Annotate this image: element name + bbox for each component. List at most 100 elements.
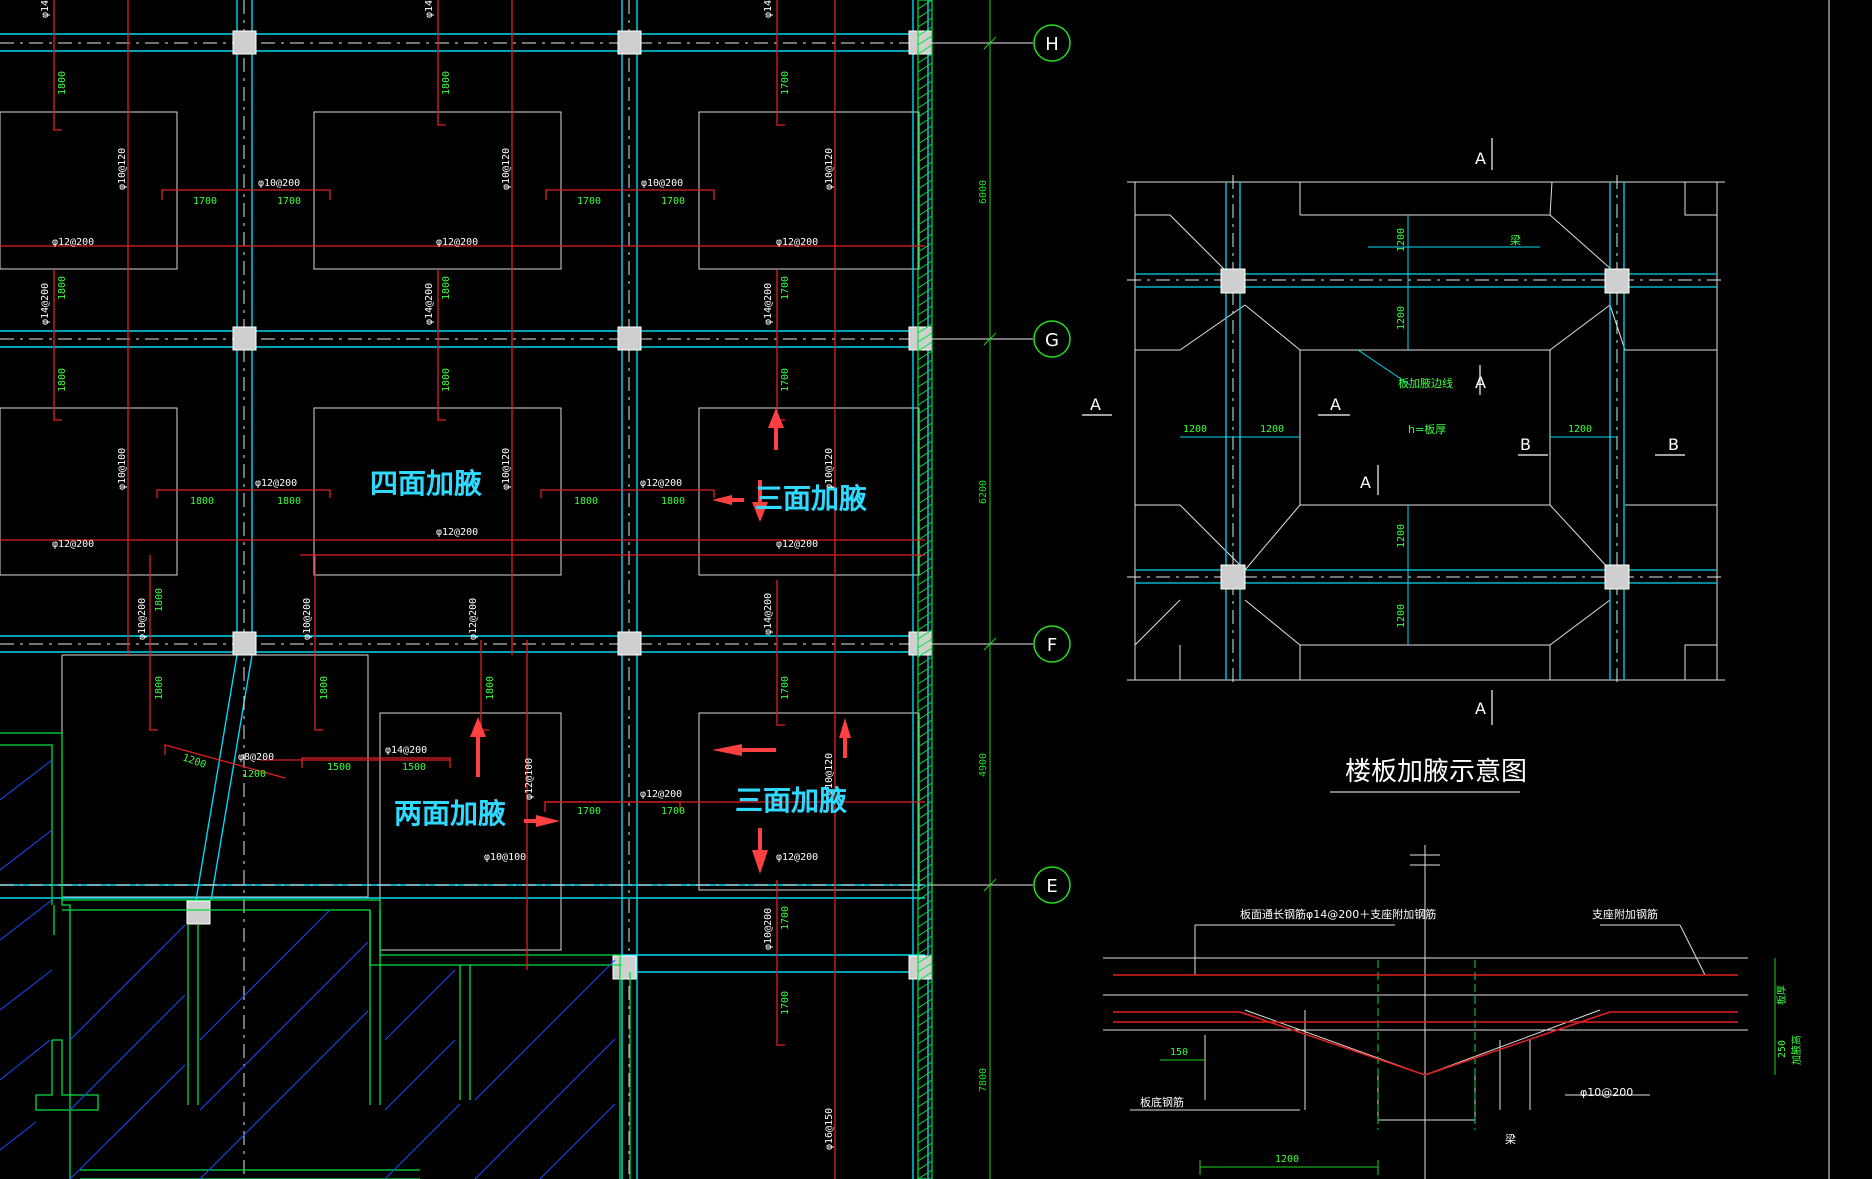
length-note: 1800 [154, 676, 165, 700]
rebar-note: φ12@200 [776, 237, 818, 248]
dim-1200: 1200 [1260, 424, 1284, 435]
label-two-side-haunch: 两面加腋 [394, 797, 506, 830]
rebar-note: φ12@200 [52, 237, 94, 248]
length-note: 1800 [441, 368, 452, 392]
detail-outline [1127, 181, 1725, 681]
rebar-note: φ14@200 [40, 283, 51, 325]
length-note: 1700 [577, 806, 601, 817]
haunch-edge-note: 板加腋边线 [1398, 376, 1453, 390]
length-note: 1700 [780, 676, 791, 700]
dim-1200: 1200 [1396, 306, 1407, 330]
beam-note: 梁 [1510, 233, 1521, 247]
dim-1200: 1200 [1396, 604, 1407, 628]
rebar-note: φ10@200 [763, 908, 774, 950]
section-note-rebar: φ10@200 [1580, 1086, 1633, 1099]
axis-centerlines [0, 0, 1030, 1179]
rebar-note: φ14@200 [763, 0, 774, 18]
length-note: 1800 [57, 71, 68, 95]
rebar-lines [0, 0, 925, 1179]
length-note: 1800 [485, 676, 496, 700]
section-note-top: 板面通长钢筋φ14@200＋支座附加钢筋 [1240, 907, 1436, 921]
rebar-note: φ14@200 [763, 593, 774, 635]
rebar-note: φ12@200 [468, 598, 479, 640]
section-outline [1103, 845, 1748, 1179]
slab-panel [379, 712, 562, 951]
length-note: 1700 [277, 196, 301, 207]
rebar-note: φ10@120 [117, 148, 128, 190]
dim-4900: 4900 [978, 753, 989, 777]
section-letter: B [1668, 435, 1679, 454]
length-note: 1700 [780, 906, 791, 930]
section-note-beam: 梁 [1505, 1132, 1516, 1146]
section-letter: A [1475, 149, 1486, 168]
basement-walls [0, 732, 631, 1179]
arrow-down-icon [752, 828, 768, 874]
section-dimension-lines [1160, 958, 1776, 1175]
length-note: 1800 [661, 496, 685, 507]
length-note: 1700 [193, 196, 217, 207]
length-note: 1800 [319, 676, 330, 700]
dim-150: 150 [1170, 1047, 1188, 1058]
rebar-note: φ8@200 [238, 752, 274, 763]
label-three-side-haunch: 三面加腋 [755, 482, 867, 515]
rebar-note: φ10@200 [258, 178, 300, 189]
rebar-note: φ14@200 [424, 0, 435, 18]
length-note: 1800 [190, 496, 214, 507]
rebar-note: φ14@200 [763, 283, 774, 325]
rebar-note: φ10@120 [824, 753, 835, 795]
axis-label-G: G [1045, 330, 1059, 351]
axis-bubbles: H G F E [930, 24, 1071, 904]
dim-haunch-height: 加腋高 [1790, 1035, 1803, 1065]
rebar-note: φ14@200 [385, 745, 427, 756]
rebar-note: φ16@150 [824, 1108, 835, 1150]
section-letters: A A A A A A B B [1090, 149, 1679, 718]
rebar-note: φ12@200 [255, 478, 297, 489]
length-note: 1500 [327, 762, 351, 773]
length-note: 1200 [242, 769, 266, 780]
beams-horizontal [0, 33, 925, 973]
rebar-note: φ12@200 [776, 852, 818, 863]
arrow-right-icon [524, 815, 560, 827]
dim-1200: 1200 [1568, 424, 1592, 435]
dim-slab-thickness: 板厚 [1775, 985, 1788, 1005]
section-texts: 板面通长钢筋φ14@200＋支座附加钢筋 支座附加钢筋 板底钢筋 梁 φ10@2… [1140, 907, 1803, 1165]
section-letter: A [1475, 373, 1486, 392]
dim-6000: 6000 [978, 180, 989, 204]
rebar-note: φ12@200 [52, 539, 94, 550]
rebar-note: φ10@200 [137, 598, 148, 640]
length-note: 1800 [441, 71, 452, 95]
label-four-side-haunch: 四面加腋 [370, 467, 482, 500]
rebar-note: φ10@120 [501, 448, 512, 490]
callout-arrows [470, 408, 851, 874]
rebar-note: φ14@200 [40, 0, 51, 18]
rebar-note: φ10@120 [824, 148, 835, 190]
rebar-note: φ12@200 [436, 237, 478, 248]
dim-1200: 1200 [1183, 424, 1207, 435]
rebar-note: φ12@200 [640, 789, 682, 800]
rebar-note: φ10@200 [641, 178, 683, 189]
length-note: 1800 [574, 496, 598, 507]
section-rebars [1113, 974, 1738, 1076]
section-note-right: 支座附加钢筋 [1592, 907, 1658, 921]
section-letter: A [1330, 395, 1341, 414]
rebar-note: φ10@120 [501, 148, 512, 190]
columns [186, 30, 933, 980]
dim-250: 250 [1777, 1040, 1788, 1058]
arrow-left-icon [712, 495, 744, 505]
length-note: 1800 [441, 276, 452, 300]
rebar-note: φ14@200 [424, 283, 435, 325]
haunch-section: 板面通长钢筋φ14@200＋支座附加钢筋 支座附加钢筋 板底钢筋 梁 φ10@2… [1103, 845, 1803, 1179]
section-markers [1082, 138, 1685, 725]
beams-vertical [195, 0, 929, 1179]
arrow-down-icon [752, 480, 768, 522]
arrow-up-icon [470, 717, 486, 777]
plan-annotations: φ14@200 φ14@200 φ14@200 1800 1800 1700 φ… [40, 0, 835, 1150]
floor-plan: H G F E 6000 6200 4900 7800 φ14@200 φ14@… [0, 0, 1071, 1179]
length-note: 1800 [277, 496, 301, 507]
slab-panel [698, 407, 920, 576]
right-wall [917, 0, 933, 1179]
length-note: 1700 [661, 806, 685, 817]
